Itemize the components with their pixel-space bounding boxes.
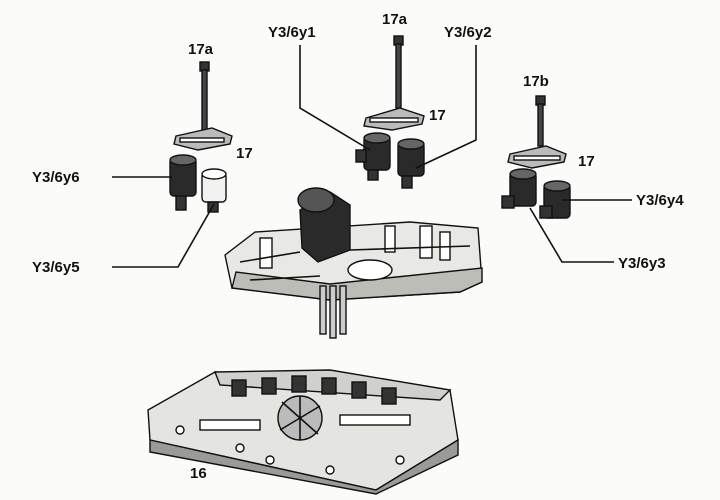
clamp-17-right (507, 145, 567, 169)
leader-y3 (529, 207, 614, 263)
clamp-17-center (363, 107, 425, 131)
solenoid-valve-y2 (397, 138, 425, 189)
label-clamp-17-left: 17 (236, 145, 253, 162)
leader-y1 (299, 45, 371, 151)
intermediate-plate (224, 187, 483, 339)
label-valve-y1: Y3/6y1 (268, 24, 316, 41)
bolt-17a-left (199, 61, 210, 137)
bolt-17a-center (393, 35, 404, 109)
leader-lines (112, 45, 632, 268)
solenoid-valve-y1 (355, 132, 391, 181)
label-valve-y3: Y3/6y3 (618, 255, 666, 272)
leader-y5 (112, 203, 215, 268)
label-bolt-17b-right: 17b (523, 73, 549, 90)
bolt-17b-right (535, 95, 546, 147)
label-valve-y5: Y3/6y5 (32, 259, 80, 276)
label-clamp-17-right: 17 (578, 153, 595, 170)
label-valve-y6: Y3/6y6 (32, 169, 80, 186)
clamp-17-left (173, 127, 233, 151)
label-valve-body-16: 16 (190, 465, 207, 482)
label-clamp-17-center: 17 (429, 107, 446, 124)
label-bolt-17a-center: 17a (382, 11, 408, 28)
solenoid-valve-y6 (169, 154, 197, 211)
label-valve-y2: Y3/6y2 (444, 24, 492, 41)
solenoid-valve-y3 (501, 168, 537, 209)
solenoid-valve-y4 (539, 180, 571, 219)
valve-body-16 (147, 369, 459, 495)
leader-y2 (415, 45, 477, 169)
label-valve-y4: Y3/6y4 (636, 192, 684, 209)
callout-labels: 17a 17a 17b 17 17 17 Y3/6y1 Y3/6y2 Y3/6y… (32, 11, 684, 482)
label-bolt-17a-left: 17a (188, 41, 214, 58)
